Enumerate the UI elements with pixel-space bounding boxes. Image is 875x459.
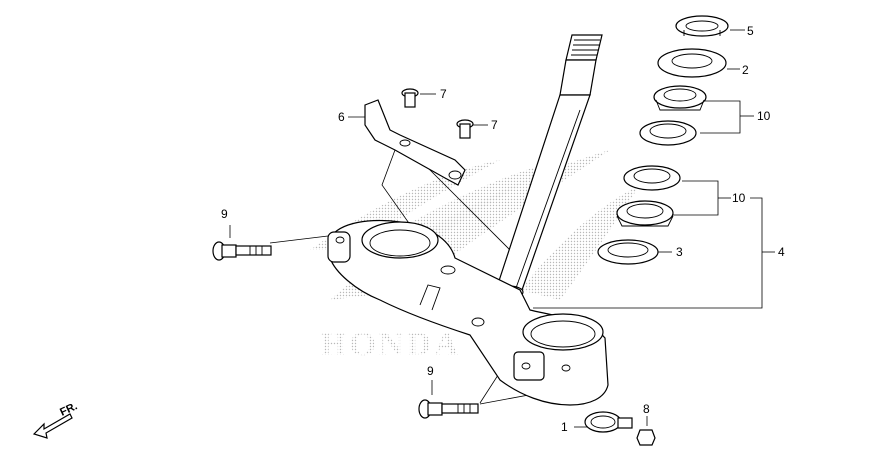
callout-8: 8 (643, 402, 650, 416)
dust-seal-2 (657, 48, 727, 78)
callout-10-lower: 10 (732, 191, 746, 205)
callout-9-bottom: 9 (427, 364, 434, 378)
lower-race-10 (623, 165, 681, 191)
lock-nut-5 (675, 15, 729, 37)
bolt-8 (636, 429, 656, 446)
front-direction-label: FR. (58, 400, 79, 418)
callout-7-b: 7 (491, 118, 498, 132)
callout-3: 3 (676, 245, 683, 259)
front-direction-arrow (32, 413, 73, 439)
upper-bearing-10 (653, 85, 707, 111)
screw-7-a (401, 88, 419, 108)
upper-race-10 (639, 120, 697, 146)
callout-9-left: 9 (221, 207, 228, 221)
callout-1: 1 (561, 420, 568, 434)
lower-bearing-10 (616, 200, 674, 227)
bolt-9-bottom (418, 399, 479, 419)
callout-7-a: 7 (440, 87, 447, 101)
callout-4: 4 (778, 245, 785, 259)
clamp-ring-part (584, 411, 633, 433)
screw-7-b (456, 119, 474, 139)
callout-2: 2 (742, 63, 749, 77)
callout-10-upper: 10 (757, 109, 771, 123)
bolt-9-left (212, 241, 272, 261)
honda-watermark-text: HONDA (320, 326, 462, 363)
callout-6: 6 (338, 110, 345, 124)
bottom-bridge-part (327, 219, 609, 406)
callout-5: 5 (747, 24, 754, 38)
bracket-part (364, 99, 466, 186)
seal-3 (597, 239, 659, 265)
